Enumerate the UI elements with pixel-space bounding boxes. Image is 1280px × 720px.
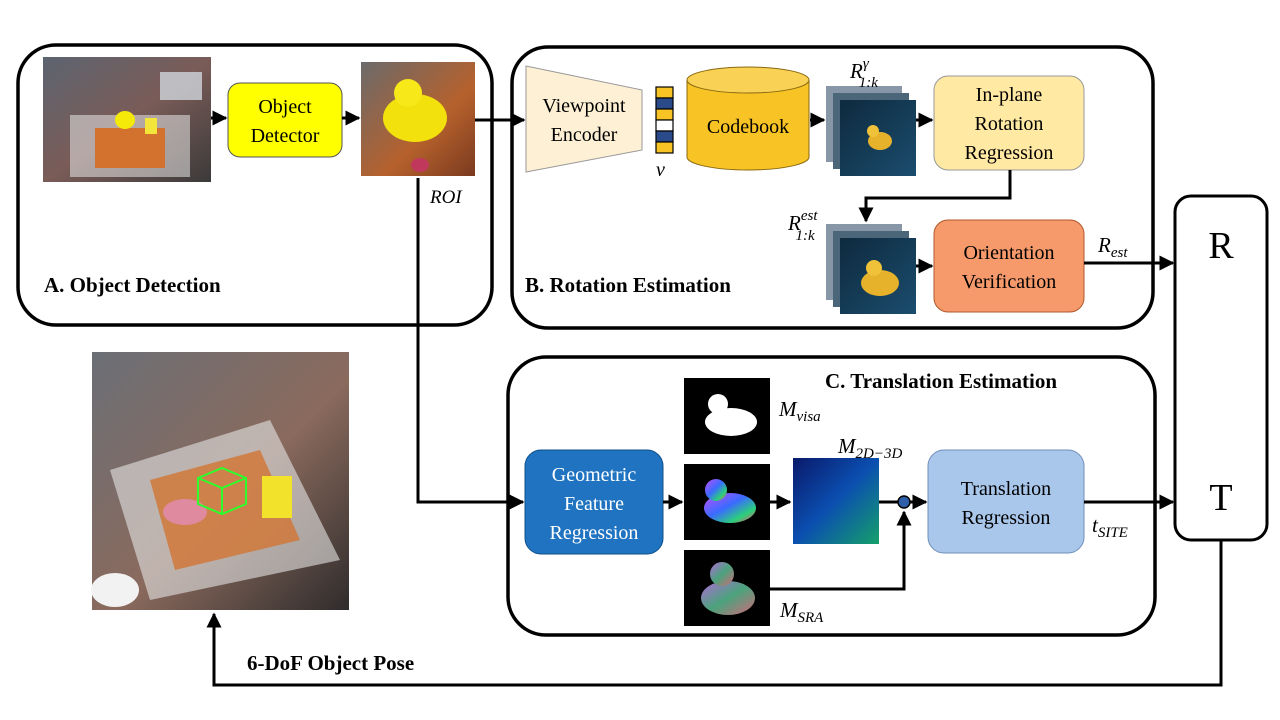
panel-object-detection [16,43,494,327]
roi-label: ROI [429,187,463,208]
v-label: v [656,159,665,181]
inplane-label-line1: In-plane [976,84,1043,106]
sra-mask-image [684,550,770,626]
geometric-label-line1: Geometric [552,464,637,486]
panel-rotation-estimation [510,45,1155,330]
rotation-output-label: R [1208,225,1234,267]
rotation-candidates-stack [826,86,916,176]
translation-regression-block [927,449,1085,554]
object-detector-block [227,82,343,158]
object-detector-label-line2: Detector [251,125,320,147]
2d-3d-map-image [793,458,879,544]
merge-node [897,495,911,509]
pose-output-caption: 6-DoF Object Pose [247,651,414,675]
t-site-label: tSITE [1092,513,1128,541]
m-visa-label: Mvisa [778,397,821,425]
m-2d3d-label: M2D−3D [837,434,902,462]
orientation-verification-block [933,219,1085,313]
panel-translation-estimation-title: C. Translation Estimation [825,369,1057,393]
pose-result-image [91,352,349,610]
arrow-roi-to-geometric-regression [416,178,525,510]
panel-rotation-estimation-title: B. Rotation Estimation [525,273,731,297]
latent-vector-v [655,86,674,154]
geometric-label-line3: Regression [550,522,639,544]
arrow-sra-to-merge [770,510,912,591]
visible-mask-image [684,378,770,454]
object-detector-label-line1: Object [258,96,312,118]
panel-translation-estimation [506,355,1157,637]
verification-label-line1: Orientation [963,242,1054,264]
codebook-label: Codebook [707,116,789,138]
viewpoint-encoder-label-line2: Encoder [551,124,618,146]
correspondence-image [684,464,770,540]
r-est-output-label: Rest [1097,233,1128,261]
rotation-estimates-stack [826,224,916,314]
viewpoint-encoder-block [525,65,643,173]
input-image [43,57,211,182]
translation-output-label: T [1209,477,1232,519]
arrow-inplane-to-estimates [858,170,1012,223]
arrow-output-to-pose-image [206,540,1223,687]
roi-image [361,62,475,176]
panel-object-detection-title: A. Object Detection [44,273,221,297]
verification-label-line2: Verification [962,271,1056,293]
inplane-label-line3: Regression [965,142,1054,164]
viewpoint-encoder-label-line1: Viewpoint [542,95,626,117]
translation-label-line1: Translation [961,478,1051,500]
translation-label-line2: Regression [962,507,1051,529]
codebook-block [686,66,810,171]
inplane-label-line2: Rotation [975,113,1044,135]
m-sra-label: MSRA [779,598,824,626]
geometric-label-line2: Feature [564,493,624,515]
